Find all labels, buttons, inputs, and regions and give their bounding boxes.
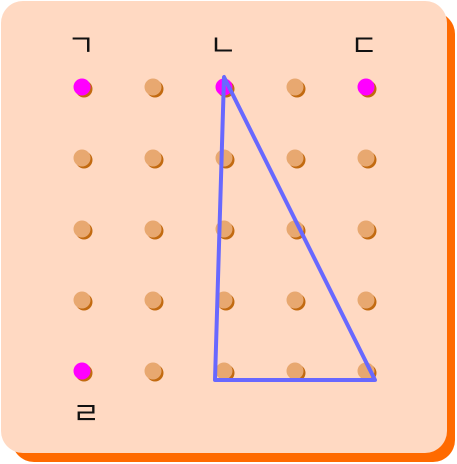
peg [286,362,306,382]
peg-dot [286,149,304,167]
peg-dot [286,362,304,380]
peg [144,291,164,311]
peg [357,220,377,240]
label-b: ㄴ [209,29,237,64]
peg [73,220,93,240]
peg [215,362,235,382]
peg-dot [215,291,233,309]
label-d: ㄹ [72,397,100,432]
peg-dot [286,78,304,96]
peg-dot [357,78,375,96]
highlighted-peg [357,78,377,98]
peg-dot [357,220,375,238]
peg [215,291,235,311]
peg [286,291,306,311]
peg-dot [357,291,375,309]
peg [144,220,164,240]
peg-dot [144,78,162,96]
peg-dot [73,149,91,167]
peg [357,149,377,169]
peg-dot [286,291,304,309]
peg [73,149,93,169]
peg-dot [73,291,91,309]
peg [73,291,93,311]
peg [286,149,306,169]
peg-dot [144,291,162,309]
peg [144,149,164,169]
highlighted-peg [73,78,93,98]
peg-dot [144,149,162,167]
triangle-shape [213,75,377,382]
peg [144,362,164,382]
label-c: ㄷ [350,29,378,64]
highlighted-peg [73,362,93,382]
peg-dot [73,220,91,238]
peg-dot [73,78,91,96]
peg [357,291,377,311]
peg [286,78,306,98]
peg [144,78,164,98]
peg-dot [73,362,91,380]
peg-dot [144,362,162,380]
peg-dot [357,149,375,167]
peg-dot [215,149,233,167]
label-a: ㄱ [67,29,95,64]
peg-dot [215,362,233,380]
peg-dot [144,220,162,238]
